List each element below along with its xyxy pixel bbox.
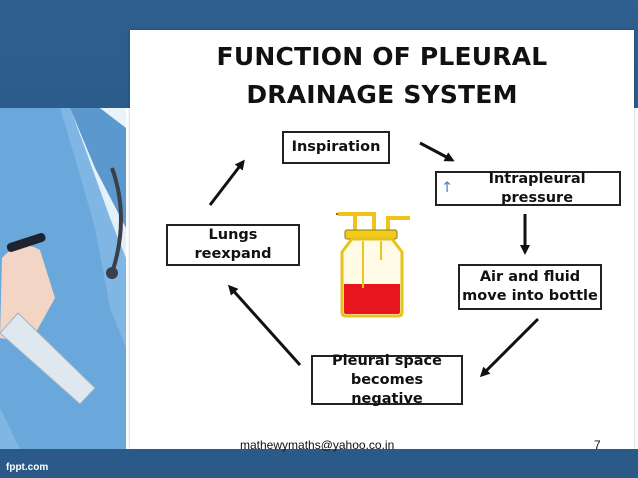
arrow-airfluid-to-pleural [479, 317, 540, 378]
step-inspiration: Inspiration [282, 131, 390, 164]
title-line-2: DRAINAGE SYSTEM [246, 80, 518, 109]
up-arrow-icon: ↑ [441, 180, 454, 196]
title-line-1: FUNCTION OF PLEURAL [216, 42, 548, 71]
step-air-fluid: Air and fluid move into bottle [458, 264, 602, 310]
step-inspiration-label: Inspiration [291, 139, 381, 155]
arrow-inspiration-to-pressure [419, 141, 455, 162]
step-pleural-space: Pleural space becomes negative [311, 352, 463, 407]
page-number: 7 [594, 438, 601, 452]
step-intrapleural-pressure-label: Intrapleural pressure [488, 170, 586, 206]
footer-email: mathewymaths@yahoo.co.in [240, 438, 395, 452]
step-lungs-reexpand-label: Lungs reexpand [194, 227, 272, 262]
footer-bar [0, 449, 638, 478]
step-air-fluid-line-1: Air and fluid [479, 269, 581, 285]
drainage-bottle-icon [336, 212, 410, 318]
arrow-lungs-to-inspiration [208, 159, 245, 206]
arrow-pleural-to-lungs [227, 284, 302, 367]
step-intrapleural-pressure: ↑ Intrapleural pressure [435, 171, 621, 206]
step-pleural-space-line-1: Pleural space [332, 352, 442, 369]
nurse-illustration [0, 108, 126, 449]
step-air-fluid-line-2: move into bottle [462, 288, 598, 304]
slide-title: FUNCTION OF PLEURAL DRAINAGE SYSTEM [130, 38, 634, 114]
step-lungs-reexpand: Lungs reexpand [166, 224, 300, 266]
fppt-watermark: fppt.com [6, 462, 49, 473]
nurse-photo [0, 108, 126, 449]
step-pleural-space-line-2: becomes negative [350, 371, 424, 407]
